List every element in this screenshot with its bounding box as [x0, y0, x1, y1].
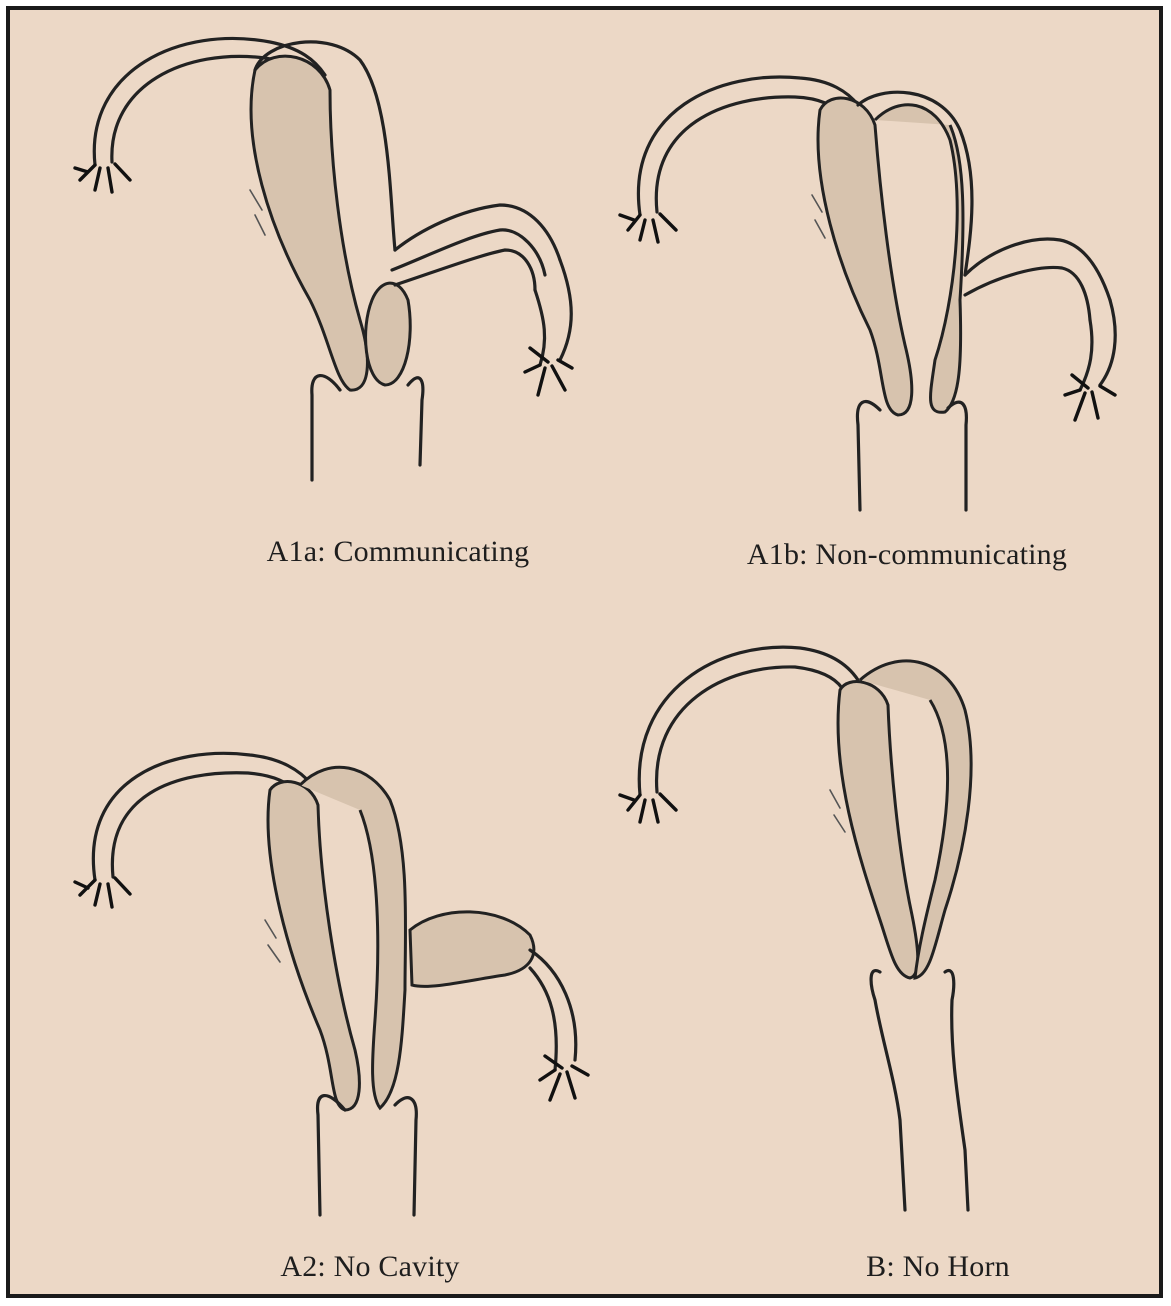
panel-a2-drawing — [75, 753, 588, 1215]
panel-a2-caption: A2: No Cavity — [280, 1250, 459, 1284]
panel-b-drawing — [620, 647, 971, 1210]
panel-a1b-drawing — [620, 77, 1115, 510]
panel-a1a-drawing — [75, 38, 572, 480]
fimbria-icon — [540, 1056, 588, 1100]
fimbria-icon — [525, 348, 572, 395]
panel-b-caption: B: No Horn — [866, 1250, 1010, 1284]
fimbria-icon — [75, 164, 130, 192]
panel-a1b-caption: A1b: Non-communicating — [747, 538, 1067, 572]
panel-a1a-caption: A1a: Communicating — [267, 535, 530, 569]
fimbria-icon — [75, 878, 130, 907]
fimbria-icon — [620, 214, 676, 242]
fimbria-icon — [1065, 375, 1115, 420]
fimbria-icon — [620, 794, 676, 822]
